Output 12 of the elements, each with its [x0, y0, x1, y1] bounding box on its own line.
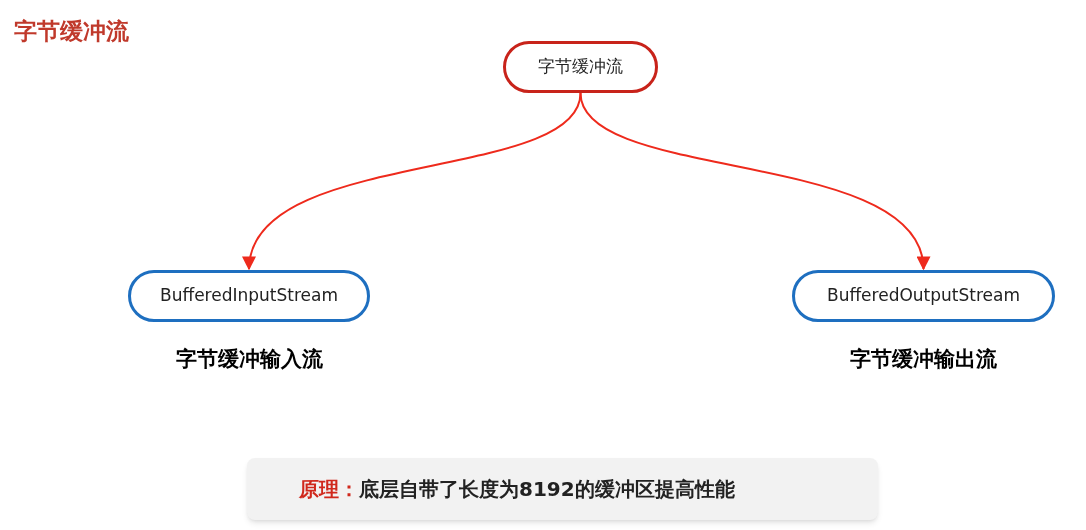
arrow — [579, 92, 928, 271]
node-caption: 字节缓冲输出流 — [849, 346, 998, 373]
node-label: BufferedInputStream — [160, 284, 338, 308]
rounded-node — [503, 41, 658, 93]
rounded-node — [792, 270, 1055, 322]
node-caption: 字节缓冲输入流 — [174, 346, 324, 373]
title: 字节缓冲流 — [14, 17, 129, 46]
note-banner: 原理：底层自带了长度为8192的缓冲区提高性能 — [247, 458, 878, 520]
rounded-node — [128, 270, 370, 322]
node-label: 字节缓冲流 — [538, 55, 623, 79]
arrow — [245, 92, 582, 271]
node-label: BufferedOutputStream — [826, 284, 1020, 308]
